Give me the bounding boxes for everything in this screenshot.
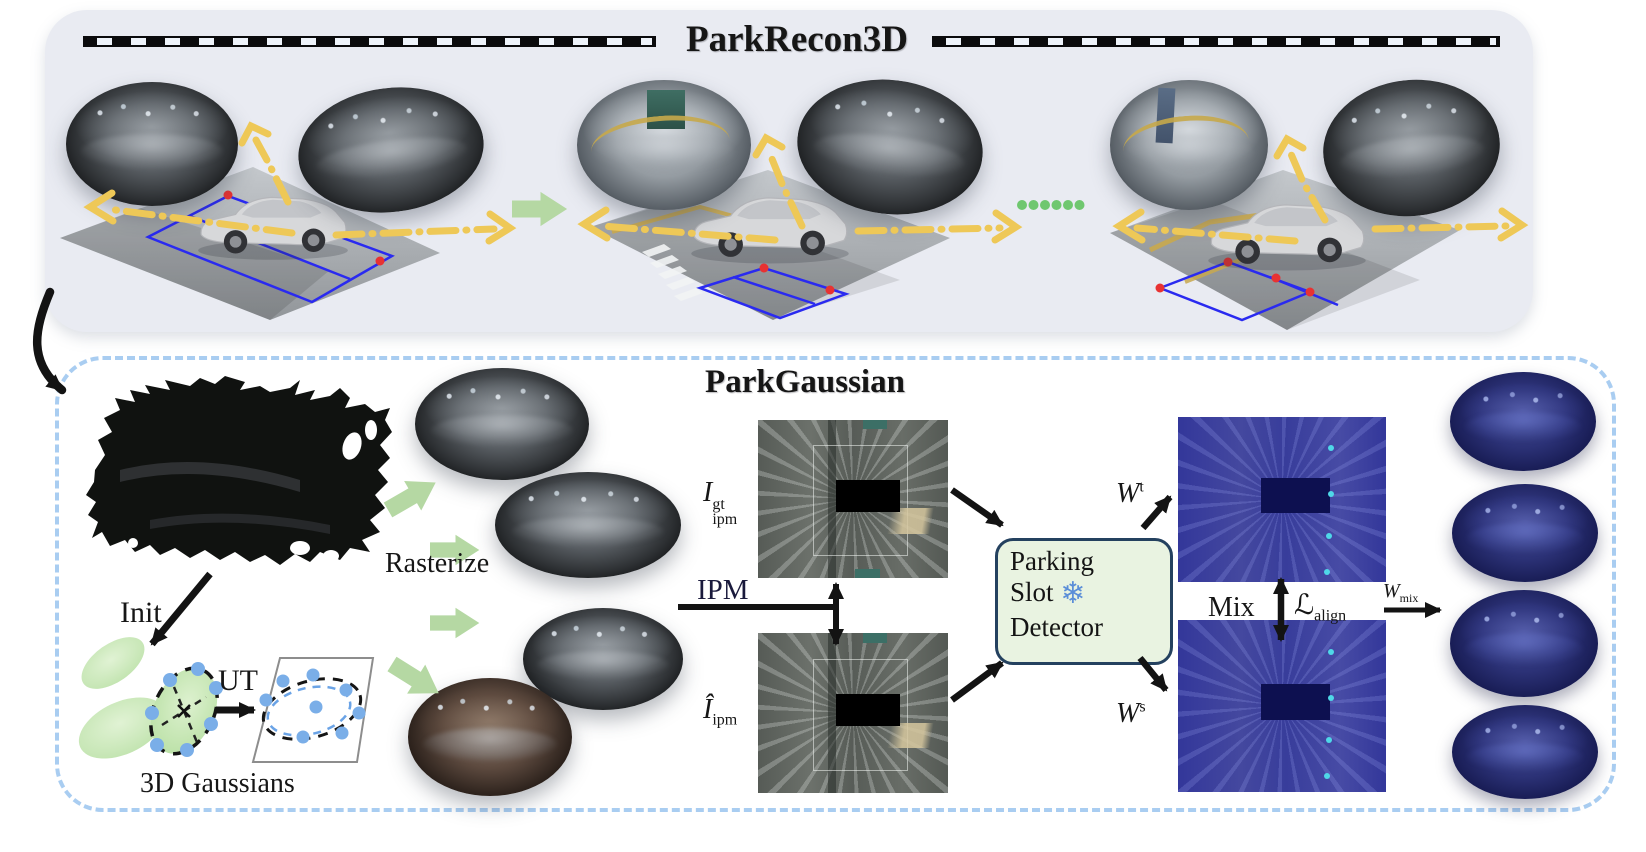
ego-vehicle-mask — [1261, 683, 1330, 720]
ihat-sub: ipm — [712, 711, 738, 729]
ego-vehicle-mask — [1261, 478, 1330, 513]
beige-streak — [868, 722, 948, 749]
ws-base: W — [1116, 698, 1140, 729]
fisheye-view-2a — [577, 80, 751, 210]
mix-label: Mix — [1208, 592, 1255, 623]
wmix-base: W — [1383, 580, 1400, 602]
fisheye-view-1a — [66, 82, 238, 206]
top-panel-title: ParkRecon3D — [686, 19, 908, 60]
rendered-fisheye-1 — [415, 368, 589, 480]
igt-sub: ipm — [712, 511, 738, 529]
parking-slot-detector-box: Parking Slot ❄ Detector — [995, 538, 1173, 665]
lalign-base: ℒ — [1294, 588, 1315, 621]
ipm-label: IPM — [697, 574, 749, 606]
slot-corner-dots — [1327, 445, 1334, 452]
init-label: Init — [120, 596, 162, 629]
snowflake-icon: ❄ — [1060, 576, 1086, 612]
wt-sup: t — [1139, 478, 1144, 496]
bottom-panel-title: ParkGaussian — [705, 364, 905, 400]
gaussians-caption: 3D Gaussians — [140, 768, 295, 799]
teal-detail — [854, 568, 880, 578]
wt-math-label: Wt — [1116, 478, 1144, 510]
rasterize-label: Rasterize — [385, 548, 490, 579]
ipm-rendered-image — [758, 633, 948, 793]
teal-detail — [862, 420, 888, 430]
wmix-math-label: Wmix — [1383, 580, 1418, 606]
ego-vehicle-mask — [835, 480, 901, 512]
ws-math-label: Ws — [1116, 698, 1146, 730]
slot-outline — [813, 658, 909, 771]
ipm-seam — [828, 420, 836, 578]
detector-line-3: Detector — [1010, 611, 1103, 642]
rendered-fisheye-2 — [495, 472, 681, 578]
ut-label: UT — [218, 664, 258, 697]
teal-door-detail — [646, 90, 685, 130]
teal-detail — [862, 633, 888, 643]
igt-base: I — [703, 477, 713, 508]
lalign-sub: align — [1314, 607, 1347, 625]
igt-sup: gt — [712, 496, 725, 513]
ws-sup: s — [1139, 698, 1146, 716]
title-track-right — [932, 36, 1500, 47]
ego-vehicle-mask — [835, 693, 901, 726]
blue-rendered-fisheye-3 — [1450, 590, 1598, 697]
ihat-math-label: Îipm — [703, 694, 737, 730]
detector-line-2: Slot ❄ — [1010, 576, 1086, 612]
detector-line-1: Parking — [1010, 546, 1094, 576]
blue-rendered-fisheye-1 — [1450, 372, 1596, 471]
warp-map-teacher — [1178, 417, 1386, 582]
pillar-detail — [1155, 87, 1177, 143]
title-track-left — [83, 36, 656, 47]
blue-rendered-fisheye-4 — [1452, 705, 1598, 799]
slot-corner-dots — [1327, 649, 1334, 656]
ipm-ground-truth-image — [758, 420, 948, 578]
warp-map-student — [1178, 620, 1386, 792]
wmix-sub: mix — [1399, 591, 1419, 605]
slot-outline — [813, 445, 909, 556]
lalign-math-label: ℒalign — [1294, 588, 1346, 626]
beige-streak — [868, 508, 948, 534]
blue-rendered-fisheye-2 — [1452, 484, 1598, 582]
wt-base: W — [1116, 478, 1140, 509]
rendered-fisheye-4 — [408, 678, 572, 796]
ipm-seam — [828, 633, 836, 793]
ihat-base: Î — [703, 694, 713, 725]
fisheye-view-3a — [1110, 80, 1268, 210]
